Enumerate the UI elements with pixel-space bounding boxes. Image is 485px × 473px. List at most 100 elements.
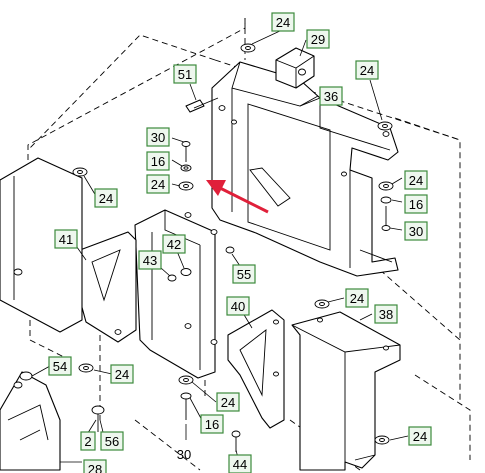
callout-24-center-right: 24 — [345, 288, 369, 308]
washer-24-lower-mid — [178, 375, 194, 385]
washer-24-right-top — [377, 121, 393, 131]
callout-number: 16 — [151, 154, 165, 169]
callout-number: 43 — [143, 253, 157, 268]
callout-box — [355, 60, 379, 80]
callout-box — [404, 170, 428, 190]
callout-41: 41 — [54, 229, 78, 249]
callout-24-right-mid: 24 — [404, 170, 428, 190]
callout-28: 28 — [83, 459, 107, 473]
callout-16-right: 16 — [404, 194, 428, 214]
callout-number: 24 — [115, 367, 129, 382]
callout-number: 56 — [105, 434, 119, 449]
part-41-slotted-plate — [79, 231, 137, 343]
callout-24-lower-mid: 24 — [216, 392, 240, 412]
callout-24-top: 24 — [271, 12, 295, 32]
callout-number: 24 — [413, 429, 427, 444]
washer-24-right-mid — [378, 181, 394, 191]
callout-number: 2 — [84, 434, 91, 449]
bolt-56 — [91, 405, 105, 432]
callout-box — [404, 221, 428, 241]
bolt-54 — [19, 371, 33, 381]
callout-2: 2 — [80, 431, 96, 451]
bolt-55 — [225, 246, 235, 254]
fastener-bolt-30-left — [181, 141, 191, 162]
callout-box — [374, 304, 398, 324]
callout-box — [110, 364, 134, 384]
callout-number: 36 — [324, 89, 338, 104]
washer-24-top — [240, 43, 256, 53]
callout-56: 56 — [100, 431, 124, 451]
callout-number: 42 — [167, 237, 181, 252]
callout-box — [146, 151, 170, 171]
callout-44: 44 — [228, 454, 252, 473]
callout-number: 54 — [53, 359, 67, 374]
callout-number: 16 — [205, 417, 219, 432]
callout-38: 38 — [374, 304, 398, 324]
callout-box — [54, 229, 78, 249]
callout-number: 55 — [237, 267, 251, 282]
callout-box — [173, 64, 197, 84]
callout-number: 24 — [350, 291, 364, 306]
callout-box — [48, 356, 72, 376]
callout-box — [100, 431, 124, 451]
callout-box — [80, 431, 96, 451]
callout-30-bottom: 30 — [177, 447, 191, 462]
callout-number: 44 — [233, 457, 247, 472]
callout-box — [232, 264, 256, 284]
callout-number: 24 — [221, 395, 235, 410]
callout-box — [216, 392, 240, 412]
callout-55: 55 — [232, 264, 256, 284]
callout-number: 51 — [178, 67, 192, 82]
callout-number: 24 — [409, 173, 423, 188]
callout-30-left: 30 — [146, 127, 170, 147]
callout-number: 24 — [151, 177, 165, 192]
callout-24-left-mid: 24 — [146, 174, 170, 194]
callout-24-right-top: 24 — [355, 60, 379, 80]
callout-number: 24 — [360, 63, 374, 78]
callout-51: 51 — [173, 64, 197, 84]
callout-43: 43 — [138, 250, 162, 270]
callout-number: 30 — [409, 224, 423, 239]
callout-box — [404, 194, 428, 214]
callout-29: 29 — [306, 29, 330, 49]
part-29-block — [275, 47, 315, 89]
callout-42: 42 — [162, 234, 186, 254]
callout-number: 16 — [409, 197, 423, 212]
washer-24-lower-left — [78, 363, 94, 373]
callout-box — [94, 188, 118, 208]
washer-24-left-mid — [178, 181, 194, 191]
washer-16-right — [380, 196, 392, 204]
callout-16-left: 16 — [146, 151, 170, 171]
callout-box — [138, 250, 162, 270]
bolt-44 — [231, 430, 241, 452]
washer-24-bottom-right — [374, 435, 390, 445]
callout-number: 38 — [379, 307, 393, 322]
callout-30-right: 30 — [404, 221, 428, 241]
callout-box — [306, 29, 330, 49]
callout-box — [319, 86, 343, 106]
bolt-30-right — [381, 206, 391, 231]
callout-box — [226, 296, 250, 316]
washer-24-far-left — [72, 167, 88, 177]
part-lower-left-assembly — [0, 371, 61, 471]
callout-number: 24 — [99, 191, 113, 206]
part-left-frame — [0, 157, 83, 333]
callout-box — [146, 174, 170, 194]
callout-number: 41 — [59, 232, 73, 247]
callout-box — [271, 12, 295, 32]
callout-number: 30 — [177, 447, 191, 462]
callout-box — [408, 426, 432, 446]
callout-number: 24 — [276, 15, 290, 30]
callout-24-bottom-right: 24 — [408, 426, 432, 446]
nut-43 — [167, 274, 177, 282]
callout-24-lower-left: 24 — [110, 364, 134, 384]
callout-box — [228, 454, 252, 473]
callout-36: 36 — [319, 86, 343, 106]
part-36-main-bracket — [211, 61, 399, 277]
callout-54: 54 — [48, 356, 72, 376]
callout-number: 30 — [151, 130, 165, 145]
washer-16-bottom — [180, 392, 192, 420]
